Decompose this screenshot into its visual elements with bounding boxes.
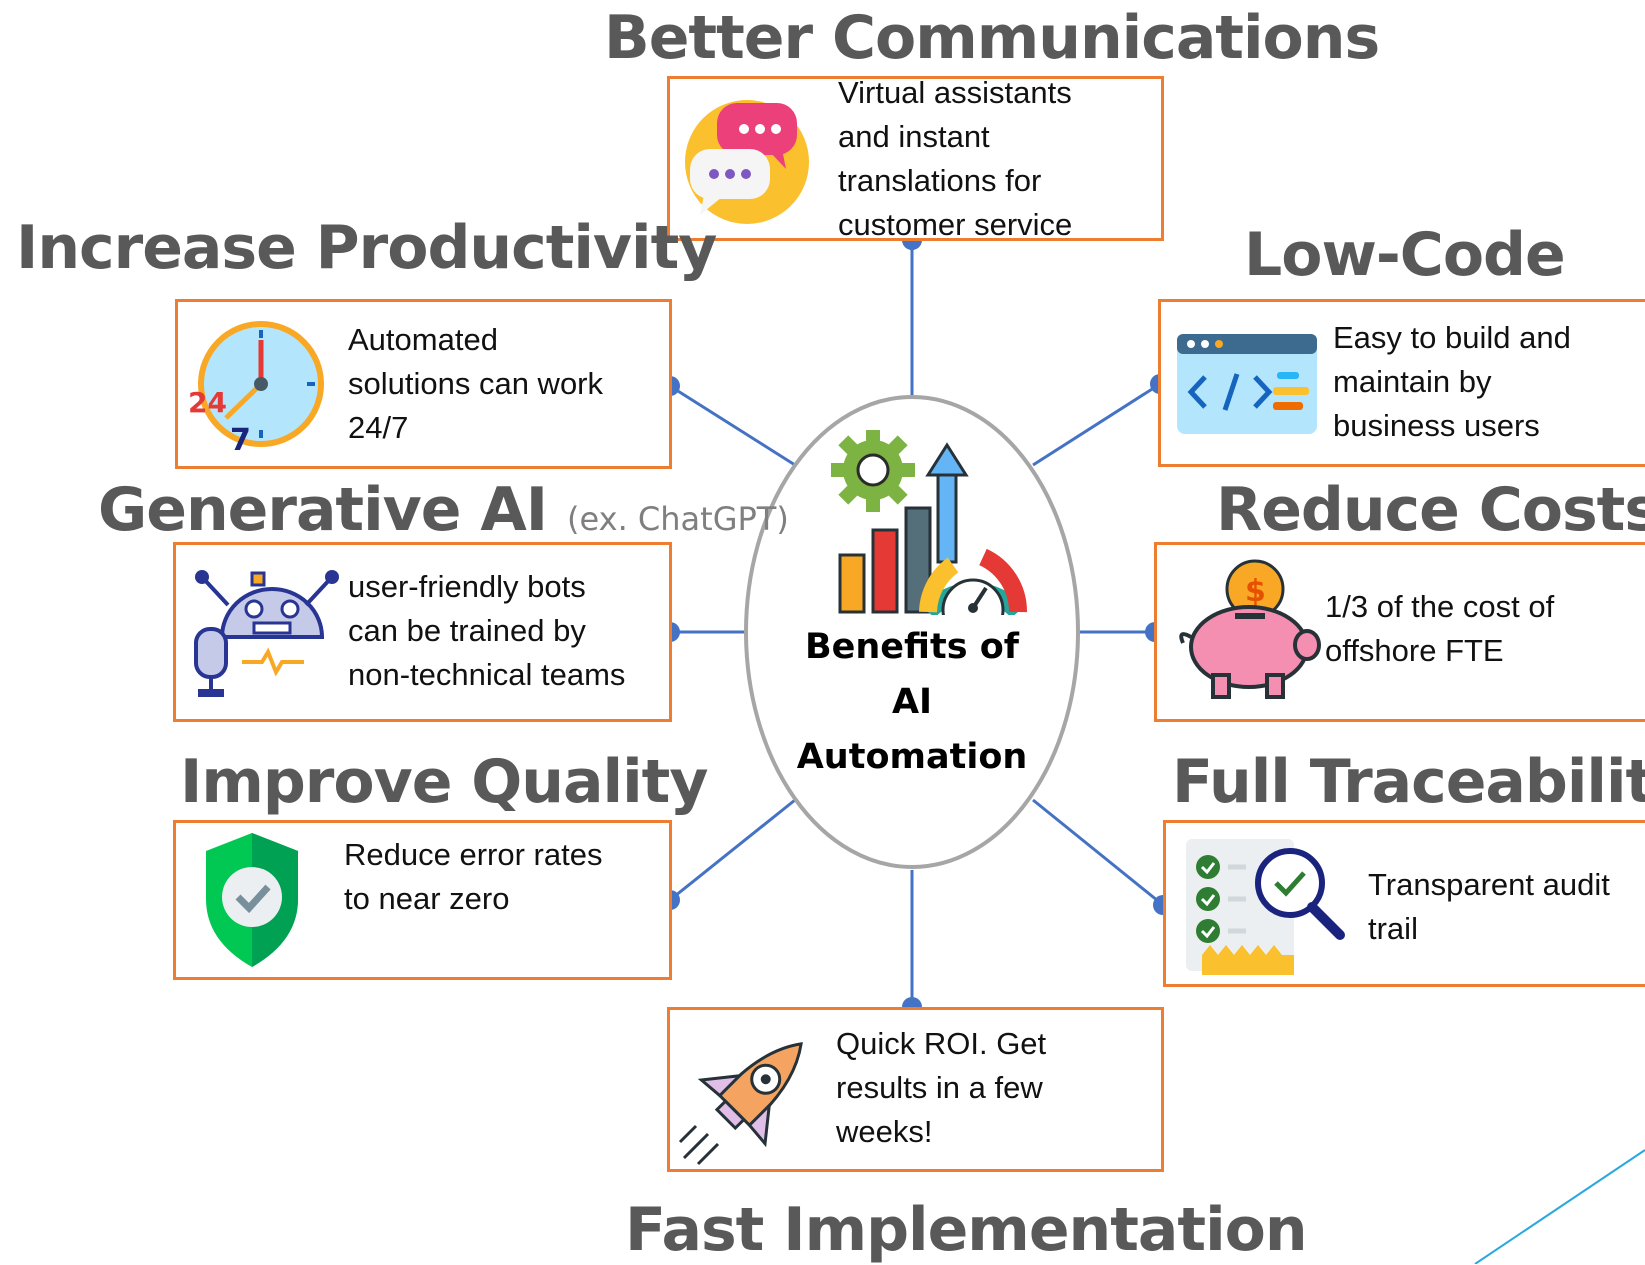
communications-line-4: customer service (838, 207, 1073, 242)
code-window-icon (1177, 334, 1317, 434)
chat-bubbles-icon (685, 100, 809, 224)
low-code-line-3: business users (1333, 408, 1540, 443)
shield-check-icon (206, 833, 298, 967)
productivity-line-3: 24/7 (348, 410, 409, 445)
heading-low-code: Low-Code (1244, 220, 1566, 290)
box-communications: Virtual assistants and instant translati… (667, 75, 1164, 242)
center-title-line-1: Benefits of (804, 627, 1020, 667)
box-implementation: Quick ROI. Get results in a few weeks! (667, 1007, 1164, 1172)
communications-line-3: translations for (838, 163, 1042, 198)
reduce-costs-line-1: 1/3 of the cost of (1325, 589, 1555, 624)
piggy-bank-icon: $ (1179, 559, 1321, 699)
heading-better-communications: Better Communications (604, 3, 1380, 73)
traceability-line-2: trail (1368, 911, 1418, 946)
heading-increase-productivity: Increase Productivity (16, 213, 717, 283)
reduce-costs-line-2: offshore FTE (1325, 633, 1504, 668)
generative-ai-line-1: user-friendly bots (348, 569, 586, 604)
box-low-code: Easy to build and maintain by business u… (1158, 299, 1645, 467)
traceability-line-1: Transparent audit (1368, 867, 1610, 902)
box-generative-ai: user-friendly bots can be trained by non… (173, 542, 672, 722)
productivity-line-1: Automated (348, 322, 498, 357)
heading-improve-quality: Improve Quality (180, 747, 708, 817)
svg-text:$: $ (1245, 574, 1266, 609)
svg-text:24: 24 (188, 386, 227, 419)
implementation-line-2: results in a few (836, 1070, 1043, 1105)
low-code-line-1: Easy to build and (1333, 320, 1571, 355)
center-ellipse (744, 395, 1080, 869)
audit-magnifier-icon (1186, 839, 1345, 975)
box-quality: Reduce error rates to near zero (173, 820, 672, 980)
low-code-line-2: maintain by (1333, 364, 1492, 399)
robot-microphone-icon (194, 570, 339, 697)
heading-reduce-costs: Reduce Costs (1216, 475, 1645, 545)
implementation-line-1: Quick ROI. Get (836, 1026, 1047, 1061)
center-title-line-3: Automation (796, 737, 1028, 777)
quality-line-2: to near zero (344, 881, 510, 916)
quality-line-1: Reduce error rates (344, 837, 603, 872)
productivity-line-2: solutions can work (348, 366, 604, 401)
box-reduce-costs: $ 1/3 of the cost of offshore FTE (1154, 542, 1645, 722)
svg-text:7: 7 (230, 423, 251, 458)
heading-fast-implementation: Fast Implementation (625, 1195, 1308, 1265)
box-traceability: Transparent audit trail (1163, 820, 1645, 987)
generative-ai-title: Generative AI (98, 475, 548, 545)
rocket-icon (678, 1042, 803, 1166)
communications-line-1: Virtual assistants (838, 75, 1072, 110)
heading-full-traceability: Full Traceability (1172, 747, 1645, 817)
generative-ai-subtitle: (ex. ChatGPT) (567, 500, 789, 538)
generative-ai-line-3: non-technical teams (348, 657, 626, 692)
box-productivity: 24 7 Automated solutions can work 24/7 (175, 299, 672, 469)
generative-ai-line-2: can be trained by (348, 613, 586, 648)
clock-24-7-icon: 24 7 (188, 321, 324, 458)
communications-line-2: and instant (838, 119, 990, 154)
gear-growth-chart-icon (831, 430, 1028, 615)
implementation-line-3: weeks! (836, 1114, 933, 1149)
center-title-line-2: AI (891, 682, 933, 722)
center-title: Benefits of AI Automation (752, 620, 1072, 785)
heading-generative-ai: Generative AI (ex. ChatGPT) (98, 480, 789, 540)
